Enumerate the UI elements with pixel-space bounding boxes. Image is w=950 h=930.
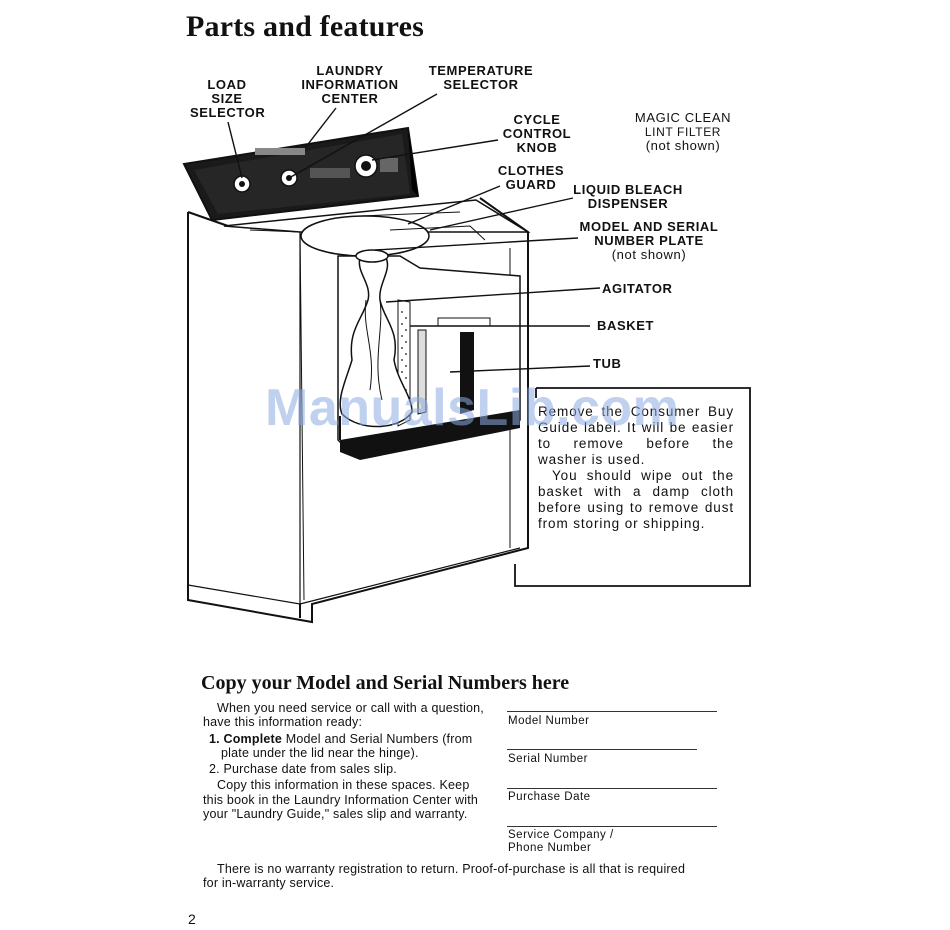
label-laundry-information-center: LAUNDRY INFORMATION CENTER: [301, 63, 399, 106]
purchase-date-line[interactable]: [507, 788, 717, 789]
service-company-label: Service Company / Phone Number: [508, 829, 614, 854]
consumer-guide-note: Remove the Consumer Buy Guide label. It …: [538, 404, 734, 532]
label-cycle-control-knob: CYCLE CONTROL KNOB: [502, 112, 572, 155]
step-2: 2. Purchase date from sales slip.: [209, 762, 397, 777]
leader-lines: [227, 93, 601, 373]
info-box-border: [514, 387, 751, 587]
agitator-shape: [339, 257, 413, 428]
label-basket: BASKET: [597, 318, 655, 333]
service-company-line[interactable]: [507, 826, 717, 827]
label-model-serial-plate: MODEL AND SERIAL NUMBER PLATE (not shown…: [579, 219, 719, 262]
washer-console: [182, 126, 531, 257]
step-1: 1. Complete Model and Serial Numbers (fr…: [203, 732, 493, 761]
label-clothes-guard: CLOTHES GUARD: [497, 163, 565, 192]
label-temperature-selector: TEMPERATURE SELECTOR: [428, 63, 534, 92]
serial-number-line[interactable]: [507, 749, 697, 750]
warranty-note: There is no warranty registration to ret…: [203, 862, 686, 891]
label-load-size-selector: LOAD SIZE SELECTOR: [190, 77, 266, 120]
step-1-text: Model and Serial Numbers (from plate und…: [221, 731, 473, 760]
note-paragraph-2: You should wipe out the basket with a da…: [538, 468, 734, 531]
model-number-line[interactable]: [507, 711, 717, 712]
copy-section-title: Copy your Model and Serial Numbers here: [201, 672, 570, 694]
note-paragraph-1: Remove the Consumer Buy Guide label. It …: [538, 404, 734, 467]
model-number-label: Model Number: [508, 715, 590, 727]
copy-instructions: When you need service or call with a que…: [203, 701, 493, 821]
watermark: ManualsLib.com: [265, 379, 680, 437]
serial-number-label: Serial Number: [508, 753, 588, 765]
cutaway-interior: [337, 249, 521, 460]
label-agitator: AGITATOR: [602, 281, 673, 296]
purchase-date-label: Purchase Date: [508, 791, 591, 803]
copy-paragraph: Copy this information in these spaces. K…: [203, 778, 479, 822]
page-title: Parts and features: [186, 10, 425, 43]
page-number: 2: [188, 911, 196, 927]
step-1-bold: 1. Complete: [209, 731, 283, 746]
intro-text: When you need service or call with a que…: [203, 701, 484, 730]
label-tub: TUB: [593, 356, 622, 371]
label-magic-clean-lint-filter: MAGIC CLEAN LINT FILTER (not shown): [634, 110, 732, 153]
label-liquid-bleach-dispenser: LIQUID BLEACH DISPENSER: [573, 182, 683, 211]
